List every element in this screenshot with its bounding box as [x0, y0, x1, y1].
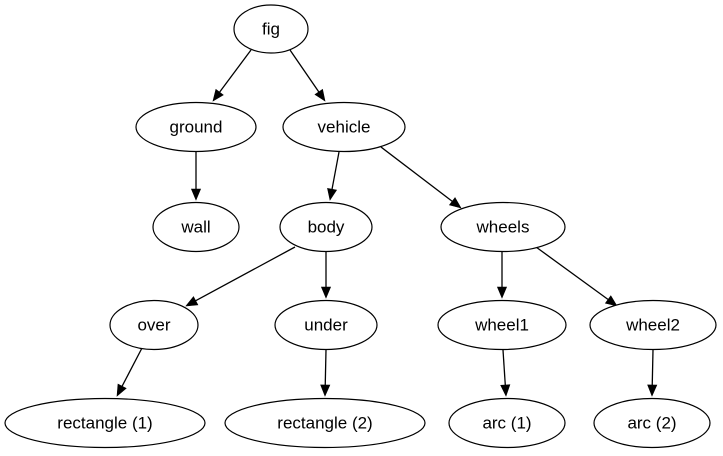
edge-line	[218, 49, 252, 94]
edge-wheels-to-wheel1	[496, 252, 508, 299]
node-over[interactable]: over	[109, 299, 199, 351]
edge-line	[289, 49, 321, 94]
edge-line	[651, 349, 654, 387]
edge-arrowhead-icon	[500, 384, 511, 397]
edge-body-to-over	[185, 246, 296, 307]
node-wheel2[interactable]: wheel2	[589, 299, 717, 351]
edge-arrowhead-icon	[496, 286, 508, 299]
node-arc1[interactable]: arc (1)	[448, 397, 566, 449]
node-vehicle[interactable]: vehicle	[282, 101, 406, 153]
edge-line	[331, 151, 340, 191]
edge-arrowhead-icon	[448, 197, 462, 209]
nodes-layer: fig ground vehicle wall body wheels over under w…	[4, 4, 717, 449]
edge-vehicle-to-body	[327, 151, 340, 201]
node-ellipse-vehicle[interactable]	[282, 101, 406, 153]
edge-line	[194, 246, 296, 303]
edge-arrowhead-icon	[320, 286, 332, 299]
edge-arrowhead-icon	[327, 187, 338, 201]
edge-fig-to-ground	[212, 49, 252, 102]
edge-line	[324, 349, 327, 387]
node-ellipse-wheel2[interactable]	[589, 299, 717, 351]
edge-wheel1-to-arc1	[500, 349, 511, 397]
edges-layer	[116, 49, 658, 397]
node-ellipse-over[interactable]	[109, 299, 199, 351]
edge-wheel2-to-arc2	[647, 349, 658, 397]
node-ellipse-wheels[interactable]	[440, 201, 566, 253]
edge-line	[120, 347, 143, 388]
edge-arrowhead-icon	[190, 188, 202, 201]
node-wall[interactable]: wall	[152, 201, 240, 253]
node-ground[interactable]: ground	[135, 101, 257, 153]
node-ellipse-arc1[interactable]	[448, 397, 566, 449]
edge-body-to-under	[320, 252, 332, 299]
node-ellipse-wall[interactable]	[152, 201, 240, 253]
node-fig[interactable]: fig	[233, 4, 309, 54]
edge-ground-to-wall	[190, 152, 202, 201]
edge-line	[380, 146, 454, 203]
edge-vehicle-to-wheels	[380, 146, 462, 209]
edge-arrowhead-icon	[320, 384, 331, 397]
edge-under-to-rectangle2	[320, 349, 331, 397]
node-rectangle1[interactable]: rectangle (1)	[4, 397, 206, 449]
edge-over-to-rectangle1	[116, 347, 143, 397]
node-ellipse-arc2[interactable]	[593, 397, 711, 449]
edge-wheels-to-wheel2	[535, 246, 618, 307]
node-ellipse-body[interactable]	[279, 201, 373, 253]
edge-arrowhead-icon	[212, 88, 224, 102]
node-body[interactable]: body	[279, 201, 373, 253]
edge-line	[535, 246, 610, 301]
node-ellipse-rectangle2[interactable]	[224, 397, 426, 449]
edge-arrowhead-icon	[116, 383, 127, 397]
edge-arrowhead-icon	[185, 296, 199, 307]
edge-arrowhead-icon	[647, 384, 658, 397]
edge-line	[502, 349, 507, 387]
edge-arrowhead-icon	[604, 295, 618, 307]
edge-arrowhead-icon	[314, 88, 326, 102]
node-ellipse-under[interactable]	[274, 299, 378, 351]
node-wheels[interactable]: wheels	[440, 201, 566, 253]
node-rectangle2[interactable]: rectangle (2)	[224, 397, 426, 449]
node-arc2[interactable]: arc (2)	[593, 397, 711, 449]
node-under[interactable]: under	[274, 299, 378, 351]
node-ellipse-fig[interactable]	[233, 4, 309, 54]
edge-fig-to-vehicle	[289, 49, 326, 102]
node-ellipse-ground[interactable]	[135, 101, 257, 153]
node-ellipse-wheel1[interactable]	[437, 299, 567, 351]
node-wheel1[interactable]: wheel1	[437, 299, 567, 351]
node-ellipse-rectangle1[interactable]	[4, 397, 206, 449]
